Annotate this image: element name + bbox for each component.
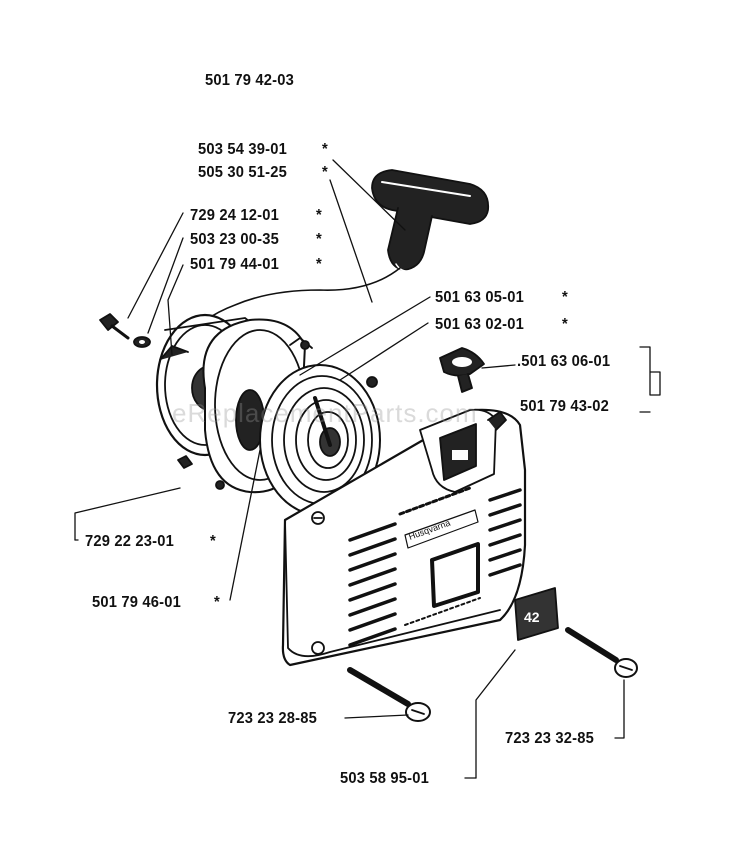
recoil-spring-icon [259,364,381,516]
label-bolt-a: 723 23 28-85 [228,710,317,727]
starter-handle-icon [371,169,490,272]
label-housing: 501 79 43-02 [520,398,609,415]
watermark: eReplacementParts.com [172,398,478,428]
label-spring-a: 501 63 05-01 [435,289,524,306]
star-handle-a: * [322,141,328,158]
star-spring-b: * [562,316,568,333]
rope-guide-icon [439,347,485,393]
label-assembly: 501 79 42-03 [205,72,294,89]
bolt-icon [347,667,431,722]
starter-housing-icon: Husqvarna [281,408,527,667]
decal-icon: 42 [514,587,559,641]
star-pulley: * [316,256,322,273]
label-screw-a: 729 24 12-01 [190,207,279,224]
label-pulley: 501 79 44-01 [190,256,279,273]
star-screw-b: * [210,533,216,550]
screw-icon [99,313,151,348]
label-spring-case: 501 79 46-01 [92,594,181,611]
label-guide: .501 63 06-01 [517,353,611,370]
star-screw-a: * [316,207,322,224]
star-spring-case: * [214,594,220,611]
bolt-icon [565,627,638,678]
label-decal: 503 58 95-01 [340,770,429,787]
label-handle-a: 503 54 39-01 [198,141,287,158]
label-screw-b: 729 22 23-01 [85,533,174,550]
star-washer: * [316,231,322,248]
svg-text:42: 42 [524,609,540,625]
label-washer: 503 23 00-35 [190,231,279,248]
star-spring-a: * [562,289,568,306]
label-spring-b: 501 63 02-01 [435,316,524,333]
star-handle-b: * [322,164,328,181]
label-bolt-b: 723 23 32-85 [505,730,594,747]
label-handle-b: 505 30 51-25 [198,164,287,181]
